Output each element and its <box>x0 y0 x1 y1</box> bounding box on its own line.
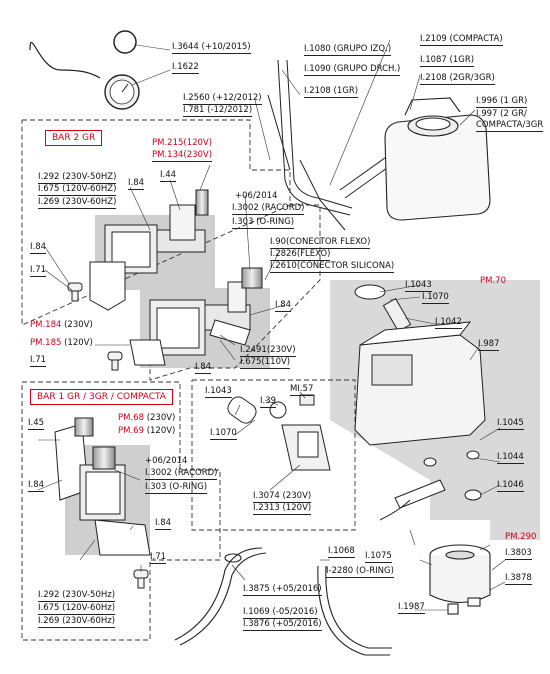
label-pm184-code: PM.184 <box>30 320 62 330</box>
label-i996: I.996 (1 GR) <box>476 96 528 108</box>
label-pm70: PM.70 <box>480 276 506 286</box>
label-pm68-code: PM.68 <box>118 413 144 423</box>
label-i1070-a: I.1070 <box>422 292 449 304</box>
label-i44: I.44 <box>160 170 177 182</box>
label-i71-b: I.71 <box>30 355 47 367</box>
label-i2560: I.2560 (+12/2012) <box>183 93 262 105</box>
label-i3878: I.3878 <box>505 573 532 585</box>
label-i2826: I.2826(FLEXO) <box>270 249 331 261</box>
label-i303-b: I.303 (O-RING) <box>145 482 208 494</box>
label-i997-line2: COMPACTA/3GR <box>476 120 544 132</box>
label-i45: I.45 <box>28 418 45 430</box>
label-i3644: I.3644 (+10/2015) <box>172 42 251 54</box>
label-i675-top: I.675 (120V-60HZ) <box>38 184 117 196</box>
label-i84-c: I.84 <box>275 300 292 312</box>
label-i269-top: I.269 (230V-60HZ) <box>38 197 117 209</box>
label-i2491: I.2491(230V) <box>240 345 296 357</box>
label-i1075: I.1075 <box>365 551 392 563</box>
label-i303-a: I.303 (O-RING) <box>232 217 295 229</box>
label-i84-e: I.84 <box>28 480 45 492</box>
label-i1045: I.1045 <box>497 418 524 430</box>
pump-cylinder <box>429 544 491 615</box>
label-date-2014-b: +06/2014 <box>145 456 188 466</box>
label-i3002-b: I.3002 (RACORD) <box>145 468 218 480</box>
bottom-hoses <box>174 547 392 656</box>
label-i292-bottom: I.292 (230V-50Hz) <box>38 590 116 602</box>
label-i1622: I.1622 <box>172 62 199 74</box>
label-pm134: PM.134(230V) <box>152 150 213 162</box>
label-i292-top: I.292 (230V-50HZ) <box>38 172 117 184</box>
label-i1043-a: I.1043 <box>405 280 432 292</box>
label-mi57: MI.57 <box>290 384 314 396</box>
label-i84-a: I.84 <box>128 178 145 190</box>
label-i84-d: I.84 <box>195 362 212 374</box>
label-i675-bottom: I.675 (120V-60Hz) <box>38 603 116 615</box>
label-i2280: I-2280 (O-RING) <box>326 566 394 578</box>
label-i1068: I.1068 <box>328 546 355 558</box>
small-bolts <box>67 282 149 589</box>
bar2-section-title: BAR 2 GR <box>45 130 103 146</box>
label-pm185-code: PM.185 <box>30 338 62 348</box>
label-pm68-voltage: (230V) <box>146 413 176 423</box>
bar1-section-title: BAR 1 GR / 3GR / COMPACTA <box>30 389 173 405</box>
label-i3875: I.3875 (+05/2016) <box>243 584 322 596</box>
pressure-gauge <box>29 30 140 110</box>
label-i1087: I.1087 (1GR) <box>420 55 475 67</box>
reservoir-assembly <box>354 284 486 521</box>
label-i84-f: I.84 <box>155 518 172 530</box>
bar1-solenoid <box>54 417 151 556</box>
label-i2108-1gr: I.2108 (1GR) <box>304 86 359 98</box>
label-i675-mid: I.675(110V) <box>240 357 291 369</box>
label-i1080: I.1080 (GRUPO IZQ.) <box>304 44 392 56</box>
valve-bracket-outline <box>149 204 321 381</box>
bar2-solenoid <box>89 189 209 311</box>
label-i1987: I.1987 <box>398 602 425 614</box>
label-i269-bottom: I.269 (230V-60Hz) <box>38 616 116 628</box>
label-i3002-a: I.3002 (RACORD) <box>232 203 305 215</box>
label-i3074: I.3074 (230V) <box>253 491 312 503</box>
label-i1044: I.1044 <box>497 452 524 464</box>
label-i1069: I.1069 (-05/2016) <box>243 607 318 619</box>
label-i1042: I.1042 <box>435 317 462 329</box>
label-i1070-b: I.1070 <box>210 428 237 440</box>
label-i71-a: I.71 <box>30 265 47 277</box>
label-i3876: I.3876 (+05/2016) <box>243 619 322 631</box>
label-i1043-b: I.1043 <box>205 386 232 398</box>
label-i2108-2gr: I.2108 (2GR/3GR) <box>420 73 495 85</box>
label-i3803: I.3803 <box>505 548 532 560</box>
leader-lines <box>37 39 506 611</box>
label-i2313: I.2313 (120V) <box>253 503 312 515</box>
label-i2109: I.2109 (COMPACTA) <box>420 34 503 46</box>
label-pm290: PM.290 <box>505 532 537 542</box>
main-solenoid <box>129 267 263 366</box>
label-pm69-voltage: (120V) <box>146 426 176 436</box>
label-i84-b: I.84 <box>30 242 47 254</box>
bar1-section-outline <box>21 381 221 641</box>
label-date-2014-a: +06/2014 <box>235 191 278 201</box>
label-pm184: PM.184 (230V) <box>30 320 93 331</box>
label-pm185: PM.185 (120V) <box>30 338 93 349</box>
label-i71-c: I.71 <box>150 552 167 564</box>
label-i90: I.90(CONECTOR FLEXO) <box>270 237 371 249</box>
label-pm68: PM.68 (230V) <box>118 413 175 424</box>
steam-valve-parts <box>227 394 331 471</box>
label-pm184-voltage: (230V) <box>64 320 93 330</box>
label-i1046: I.1046 <box>497 480 524 492</box>
label-pm185-voltage: (120V) <box>64 338 93 348</box>
steam-valve-section-outline <box>191 379 356 531</box>
label-i987: I.987 <box>478 339 500 351</box>
label-i2610: I.2610(CONECTOR SILICONA) <box>270 261 395 273</box>
label-pm215: PM.215(120V) <box>152 138 213 148</box>
label-i997-line1: I.997 (2 GR/ <box>476 109 527 119</box>
label-i39: I.39 <box>260 396 277 408</box>
label-pm69-code: PM.69 <box>118 426 144 436</box>
label-i1090: I.1090 (GRUPO DRCH.) <box>304 64 401 76</box>
water-tank <box>384 97 491 221</box>
label-pm69: PM.69 (120V) <box>118 426 175 437</box>
bar2-section-outline <box>21 119 291 326</box>
label-i781: I.781 (-12/2012) <box>183 105 253 117</box>
